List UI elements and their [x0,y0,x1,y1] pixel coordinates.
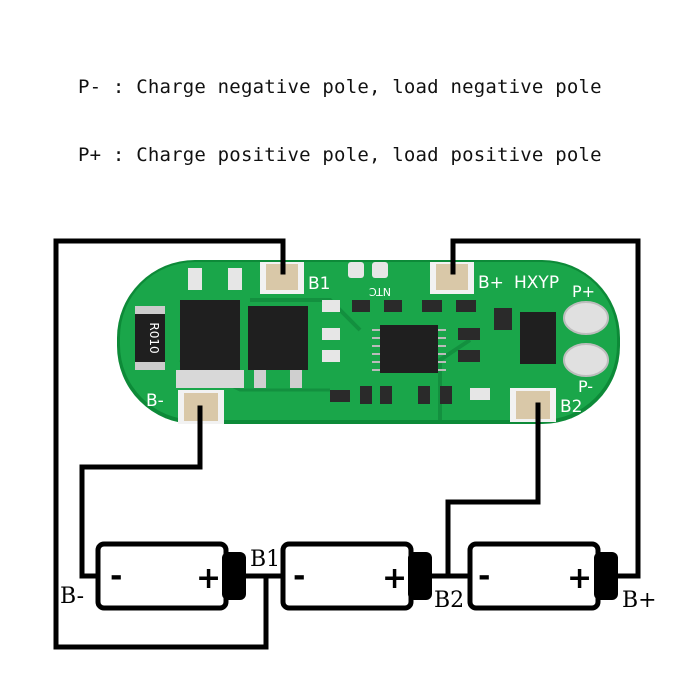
label-bplus-silk: B+ [478,273,504,293]
smd-part [456,300,476,312]
pcb-pad-small [188,268,202,290]
smd-part [470,388,490,400]
pcb-pad-small [228,268,242,290]
smd-part [330,390,350,402]
label-b1-silk: B1 [308,274,330,294]
battery-minus-sign: - [478,559,490,594]
smd-part [458,350,480,362]
pad-pplus [563,301,609,335]
smd-part [494,308,512,330]
battery-terminal [408,552,432,600]
battery-terminal [222,552,246,600]
node-label-bminus: B- [60,584,84,609]
mosfet-2-leg [290,370,302,388]
resistor-cap [135,362,165,370]
smd-part [322,300,340,312]
smd-components [322,300,512,404]
mosfet-2 [248,306,308,370]
label-pminus-silk: P- [578,377,593,396]
smd-part [422,300,442,312]
label-pplus-silk: P+ [572,282,595,301]
ic-pins [372,329,446,371]
wire-b1 [53,238,286,650]
battery-1: - + [95,541,246,611]
battery-terminal [594,552,618,600]
wire-bplus [450,238,641,579]
smd-part [458,328,480,340]
legend-p-plus: P+ : Charge positive pole, load positive… [78,144,602,166]
smd-part [380,386,392,404]
label-b2-silk: B2 [560,397,582,417]
battery-minus-sign: - [110,559,122,594]
smd-part [322,328,340,340]
mosfet-3 [520,312,556,364]
ntc-pad [348,262,364,278]
wire-b2 [445,402,541,579]
smd-part [322,350,340,362]
node-label-bplus: B+ [622,588,657,613]
node-label-b1: B1 [250,547,280,572]
smd-part [418,386,430,404]
protection-board: B1 NTC B+ HXYP R010 [117,260,620,424]
wires [53,238,641,650]
battery-minus-sign: - [293,559,305,594]
smd-part [440,386,452,404]
battery-2: - + [280,541,432,611]
pad-pminus [563,343,609,377]
battery-plus-sign: + [567,561,592,596]
battery-3: - + [467,541,618,611]
resistor [135,310,165,366]
wire-bminus [79,405,203,579]
resistor-cap [135,306,165,314]
battery-plus-sign: + [196,561,221,596]
label-ntc: NTC [369,285,391,298]
smd-part [360,386,372,404]
pcb-body [120,262,617,420]
mosfet-1 [180,300,240,370]
ntc-pad [372,262,388,278]
label-resistor: R010 [147,322,161,353]
node-label-b2: B2 [434,588,464,613]
pad-b2 [516,391,550,419]
label-brand: HXYP [514,273,559,293]
label-bminus-silk: B- [146,391,164,411]
smd-part [352,300,370,312]
smd-part [384,300,402,312]
control-ic [380,325,438,373]
legend-p-minus: P- : Charge negative pole, load negative… [78,76,602,98]
battery-plus-sign: + [382,561,407,596]
mosfet-2-leg [254,370,266,388]
mosfet-1-tab [176,370,244,388]
